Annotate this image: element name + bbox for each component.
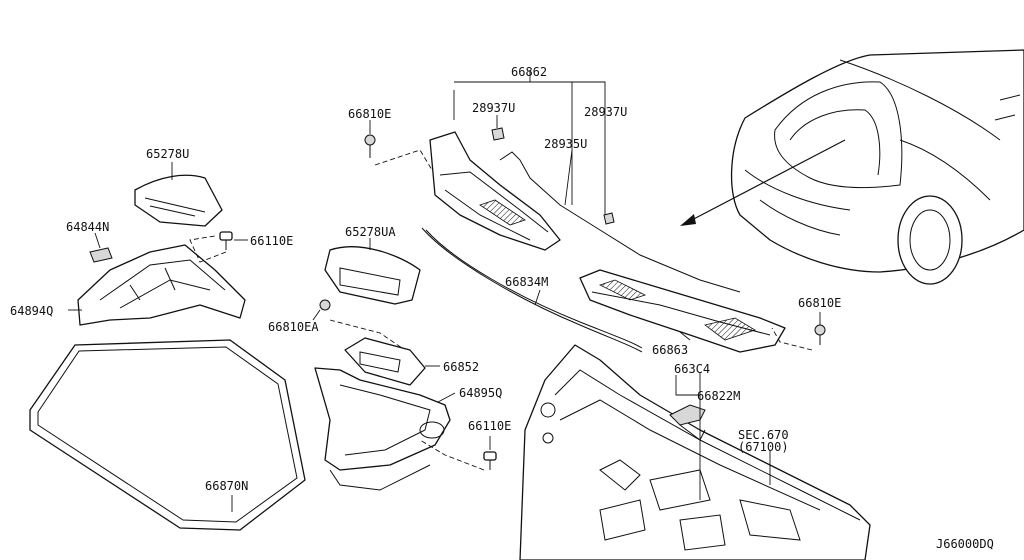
- drawing-code: J66000DQ: [936, 537, 994, 551]
- vehicle-silhouette: [730, 49, 1024, 285]
- part-64844N[interactable]: [89, 232, 113, 263]
- clip-66810E-top[interactable]: [364, 120, 433, 171]
- label-66110E-bottom: 66110E: [468, 419, 511, 433]
- part-28935U[interactable]: [499, 149, 741, 293]
- label-28937U-left: 28937U: [472, 101, 515, 115]
- label-66870N: 66870N: [205, 479, 248, 493]
- part-64895Q[interactable]: [314, 367, 456, 491]
- label-66834M: 66834M: [505, 275, 548, 289]
- callout-labels: 66862 28937U 28937U 28935U 66810E 65278U…: [10, 65, 994, 551]
- label-65278UA: 65278UA: [345, 225, 396, 239]
- part-65278U[interactable]: [134, 162, 223, 227]
- clip-66110E-bottom[interactable]: [419, 436, 497, 471]
- label-66810EA: 66810EA: [268, 320, 319, 334]
- label-64894Q: 64894Q: [10, 304, 53, 318]
- label-66822M: 66822M: [697, 389, 740, 403]
- label-sec670-code: (67100): [738, 440, 789, 454]
- label-28935U: 28935U: [544, 137, 587, 151]
- part-66870N[interactable]: [29, 339, 306, 531]
- clip-66810EA[interactable]: [312, 299, 406, 351]
- label-66810E-right: 66810E: [798, 296, 841, 310]
- label-64895Q: 64895Q: [459, 386, 502, 400]
- label-66852: 66852: [443, 360, 479, 374]
- label-66110E-left: 66110E: [250, 234, 293, 248]
- part-66852[interactable]: [344, 337, 440, 386]
- clip-66110E-left[interactable]: [189, 231, 248, 263]
- label-sec670: SEC.670: [738, 428, 789, 442]
- label-66810E-top: 66810E: [348, 107, 391, 121]
- part-65278UA[interactable]: [324, 238, 421, 305]
- direction-arrow-icon: [680, 139, 846, 226]
- label-66862: 66862: [511, 65, 547, 79]
- label-64844N: 64844N: [66, 220, 109, 234]
- part-28937U-right[interactable]: [603, 212, 615, 225]
- part-66822M[interactable]: [669, 372, 706, 500]
- label-65278U: 65278U: [146, 147, 189, 161]
- body-structure-sec670: [519, 344, 871, 560]
- part-28937U-left[interactable]: [491, 115, 505, 141]
- clip-66810E-right[interactable]: [771, 312, 826, 351]
- part-66862[interactable]: [429, 70, 606, 251]
- label-28937U-right: 28937U: [584, 105, 627, 119]
- part-66834M[interactable]: [421, 227, 643, 353]
- part-64894Q[interactable]: [68, 244, 246, 326]
- label-66863: 66863: [652, 343, 688, 357]
- label-663C4: 663C4: [674, 362, 710, 376]
- part-66863[interactable]: [579, 269, 786, 353]
